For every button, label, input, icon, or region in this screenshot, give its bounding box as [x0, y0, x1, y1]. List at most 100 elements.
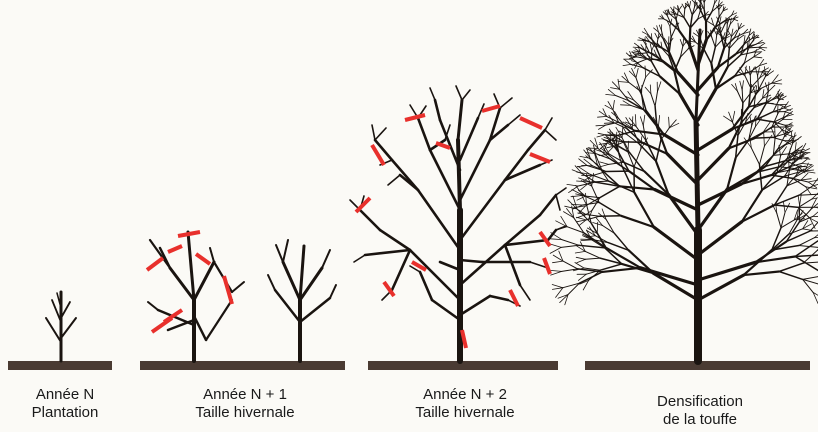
- twig: [430, 88, 435, 100]
- twig: [684, 18, 690, 28]
- stage-caption-line1: Année N: [10, 386, 120, 404]
- twig: [508, 115, 520, 125]
- twig: [690, 1, 691, 7]
- branch: [400, 175, 418, 190]
- cut-mark: [168, 246, 182, 252]
- branch: [706, 27, 715, 40]
- tree-densified: [549, 0, 818, 361]
- twig: [768, 85, 775, 91]
- branch: [432, 300, 460, 320]
- branch: [490, 296, 508, 300]
- twig: [740, 81, 742, 90]
- twig: [745, 76, 751, 88]
- branch: [679, 31, 689, 46]
- twig: [500, 98, 512, 108]
- twig: [765, 83, 768, 92]
- twig: [742, 90, 743, 103]
- branch: [392, 250, 410, 290]
- twig: [563, 261, 578, 269]
- stage-caption-year-n: Année N Plantation: [10, 386, 120, 422]
- twig: [606, 219, 614, 233]
- branch: [460, 118, 478, 160]
- branch: [300, 246, 304, 300]
- twig: [738, 23, 739, 29]
- twig: [721, 25, 725, 34]
- branch: [646, 111, 663, 134]
- twig: [779, 272, 803, 280]
- twig: [645, 87, 651, 94]
- stage-caption-year-n2: Année N + 2 Taille hivernale: [385, 386, 545, 422]
- twig: [577, 259, 586, 262]
- branch: [148, 302, 158, 310]
- leader: [696, 120, 698, 230]
- twig: [623, 64, 631, 65]
- twig: [750, 66, 759, 72]
- twig: [755, 127, 772, 138]
- twig: [578, 274, 586, 280]
- twig: [638, 59, 647, 63]
- branch: [330, 285, 336, 298]
- branch: [460, 296, 490, 315]
- twig: [799, 194, 818, 195]
- twig: [712, 37, 716, 47]
- twig: [719, 11, 723, 17]
- branch: [690, 28, 691, 46]
- twig: [728, 55, 741, 67]
- branch: [678, 73, 698, 95]
- twig: [669, 120, 676, 128]
- twig: [728, 49, 730, 67]
- twig: [375, 128, 386, 140]
- twig: [682, 4, 685, 9]
- twig: [803, 250, 817, 263]
- branch: [460, 260, 482, 262]
- twig: [545, 130, 556, 140]
- twig: [760, 146, 765, 164]
- twig: [456, 86, 462, 100]
- twig: [773, 137, 785, 140]
- twig: [795, 255, 818, 257]
- twig: [742, 103, 743, 122]
- branch: [418, 118, 430, 150]
- branch: [460, 245, 505, 285]
- branch: [654, 227, 698, 260]
- twig: [671, 29, 675, 38]
- twig: [711, 47, 715, 63]
- cut-mark: [482, 106, 500, 111]
- branch: [194, 262, 214, 300]
- branch: [664, 134, 698, 155]
- twig: [650, 85, 651, 94]
- twig: [742, 81, 743, 91]
- twig: [585, 251, 600, 258]
- branch: [276, 245, 283, 262]
- ground-strip: [368, 361, 558, 370]
- twig: [733, 111, 735, 122]
- twig: [645, 66, 646, 77]
- twig: [640, 117, 643, 126]
- ground-strips: [8, 361, 810, 370]
- cut-mark: [405, 115, 425, 120]
- branch: [168, 320, 194, 330]
- cut-mark: [178, 232, 200, 236]
- twig: [635, 115, 636, 127]
- cut-mark: [196, 254, 210, 264]
- twig: [632, 68, 636, 77]
- twig: [748, 47, 759, 48]
- twig: [598, 116, 607, 117]
- stage-caption-line2: de la touffe: [615, 411, 785, 429]
- twig: [586, 258, 601, 259]
- twig: [354, 255, 365, 262]
- twig: [613, 100, 614, 109]
- stage-caption-line1: Année N + 2: [385, 386, 545, 404]
- tree-young-plant: [46, 292, 76, 361]
- stage-caption-line1: Densification: [615, 393, 785, 411]
- twig: [759, 43, 765, 47]
- twig: [562, 240, 579, 246]
- twig: [784, 202, 786, 212]
- twig: [811, 199, 817, 210]
- twig: [720, 17, 721, 24]
- twig: [768, 82, 769, 91]
- cut-mark: [436, 143, 450, 148]
- twig: [772, 83, 782, 84]
- stage-caption-line2: Taille hivernale: [385, 404, 545, 422]
